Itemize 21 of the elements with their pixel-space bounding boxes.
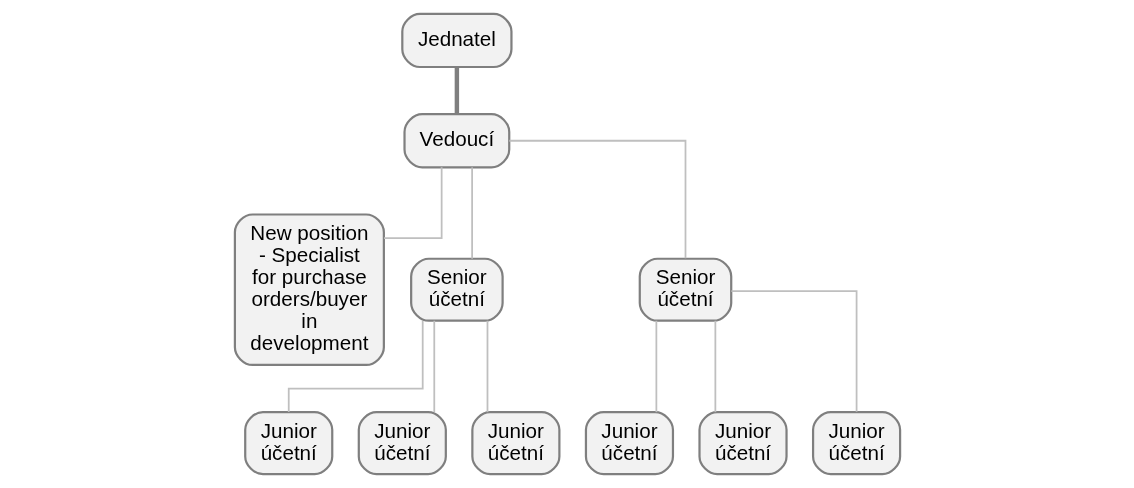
connector — [432, 319, 435, 413]
node-box: Senior účetní — [409, 257, 504, 322]
connector — [470, 166, 473, 260]
connector — [382, 166, 443, 239]
node-box: Senior účetní — [638, 257, 732, 322]
connector — [287, 320, 424, 413]
connector — [454, 67, 459, 114]
node-box: Junior účetní — [357, 411, 447, 476]
connector — [486, 319, 488, 413]
node-box: Junior účetní — [584, 411, 674, 476]
node-box: Junior účetní — [470, 411, 560, 476]
connector — [729, 290, 857, 413]
node-box: Junior účetní — [243, 411, 333, 476]
connector — [507, 139, 686, 259]
connector — [713, 319, 716, 413]
node-box: Junior účetní — [811, 411, 901, 476]
node-box: New position - Specialist for purchase orders/buyer in development — [233, 213, 385, 367]
connector — [655, 319, 657, 413]
node-box: Jednatel — [400, 12, 513, 69]
node-box: Vedoucí — [402, 113, 510, 169]
node-box: Junior účetní — [697, 411, 788, 476]
